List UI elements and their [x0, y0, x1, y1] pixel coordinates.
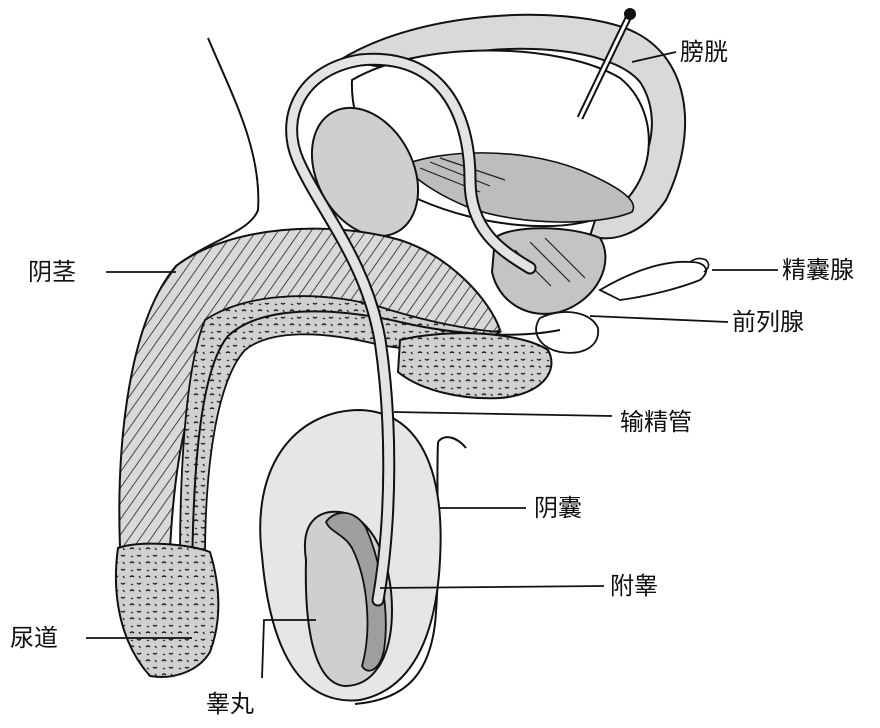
label-penis: 阴茎: [28, 258, 76, 286]
label-vas-deferens: 输精管: [620, 408, 692, 436]
glans: [116, 544, 218, 677]
label-urethra: 尿道: [10, 624, 58, 652]
penis-bulb: [398, 333, 551, 398]
catheter-tip: [624, 8, 636, 20]
leader-prostate: [590, 316, 728, 322]
seminal-vesicle: [600, 262, 706, 300]
label-epididymis: 附睾: [610, 572, 658, 600]
label-scrotum: 阴囊: [534, 494, 582, 522]
thigh-outline-top: [438, 437, 466, 448]
label-seminal-vesicle: 精囊腺: [782, 256, 854, 284]
label-testis: 睾丸: [206, 690, 254, 718]
label-bladder: 膀胱: [680, 38, 728, 66]
leader-vas: [394, 412, 612, 416]
body-outline: [176, 38, 258, 266]
label-prostate: 前列腺: [732, 308, 804, 336]
